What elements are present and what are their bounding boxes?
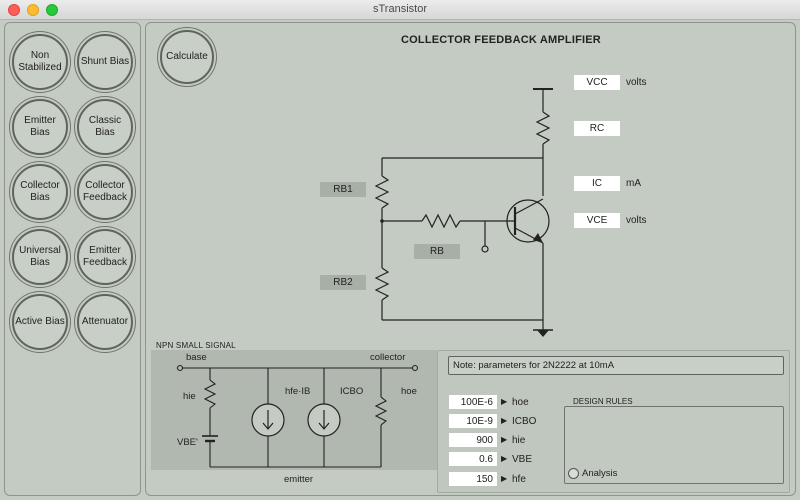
close-window-button[interactable] — [8, 4, 20, 16]
emitter-bias-button[interactable]: Emitter Bias — [12, 99, 68, 155]
play-icon: ▶ — [501, 454, 508, 463]
analysis-radio[interactable] — [568, 468, 579, 479]
vce-field[interactable]: VCE — [574, 213, 620, 228]
collector-bias-button[interactable]: Collector Bias — [12, 164, 68, 220]
vce-unit: volts — [626, 215, 647, 226]
attenuator-button[interactable]: Attenuator — [77, 294, 133, 350]
calculate-button[interactable]: Calculate — [160, 30, 214, 84]
classic-bias-button[interactable]: Classic Bias — [77, 99, 133, 155]
rc-field[interactable]: RC — [574, 121, 620, 136]
collector-feedback-button[interactable]: Collector Feedback — [77, 164, 133, 220]
vbe-field[interactable]: 0.6 — [449, 452, 497, 466]
play-icon: ▶ — [501, 435, 508, 444]
design-rules-box — [564, 406, 784, 484]
hfe-param-label: hfe — [512, 474, 526, 485]
window-title: sTransistor — [373, 3, 427, 15]
hie-param-label: hie — [512, 435, 526, 446]
hoe-label: hoe — [401, 386, 417, 397]
icbo-param-label: ICBO — [512, 416, 537, 427]
ic-unit: mA — [626, 178, 641, 189]
circuit-title: COLLECTOR FEEDBACK AMPLIFIER — [401, 34, 601, 46]
icbo-label: ICBO — [340, 386, 364, 397]
active-bias-button[interactable]: Active Bias — [12, 294, 68, 350]
hie-field[interactable]: 900 — [449, 433, 497, 447]
zoom-window-button[interactable] — [46, 4, 58, 16]
emitter-label: emitter — [284, 474, 314, 485]
rb2-label: RB2 — [320, 275, 366, 290]
base-label: base — [186, 352, 207, 363]
hoe-field[interactable]: 100E-6 — [449, 395, 497, 409]
hoe-param-label: hoe — [512, 397, 529, 408]
collector-label: collector — [370, 352, 406, 363]
small-signal-model — [151, 350, 437, 470]
non-stabilized-button[interactable]: Non Stabilized — [12, 34, 68, 90]
hfe-field[interactable]: 150 — [449, 472, 497, 486]
hie-label: hie — [183, 391, 196, 402]
emitter-feedback-button[interactable]: Emitter Feedback — [77, 229, 133, 285]
shunt-bias-button[interactable]: Shunt Bias — [77, 34, 133, 90]
play-icon: ▶ — [501, 397, 508, 406]
universal-bias-button[interactable]: Universal Bias — [12, 229, 68, 285]
rb1-label: RB1 — [320, 182, 366, 197]
icbo-field[interactable]: 10E-9 — [449, 414, 497, 428]
vbe-param-label: VBE — [512, 454, 533, 465]
vbe-prime-label: VBE' — [177, 437, 198, 448]
ic-field[interactable]: IC — [574, 176, 620, 191]
play-icon: ▶ — [501, 416, 508, 425]
hfe-ib-label: hfe·IB — [285, 386, 311, 397]
play-icon: ▶ — [501, 474, 508, 483]
minimize-window-button[interactable] — [27, 4, 39, 16]
design-rules-title: DESIGN RULES — [573, 397, 633, 406]
vcc-unit: volts — [626, 77, 647, 88]
parameters-note: Note: parameters for 2N2222 at 10mA — [448, 356, 784, 375]
vcc-field[interactable]: VCC — [574, 75, 620, 90]
title-bar: sTransistor — [0, 0, 800, 20]
small-signal-title: NPN SMALL SIGNAL — [156, 341, 236, 350]
analysis-label: Analysis — [582, 468, 618, 479]
rb-label: RB — [414, 244, 460, 259]
